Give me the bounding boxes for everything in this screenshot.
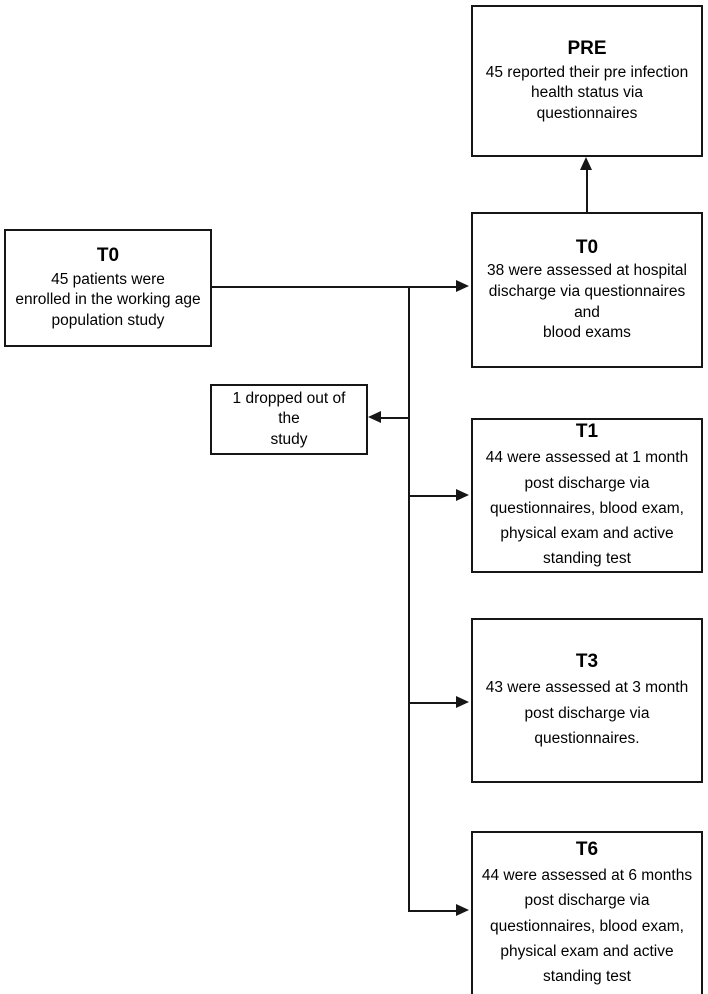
connector-spine-to-t3 (408, 702, 458, 704)
arrowhead-right-icon-t1 (456, 489, 469, 501)
node-t3-title: T3 (575, 651, 599, 673)
node-pre: PRE 45 reported their pre infection heal… (471, 5, 703, 157)
connector-spine-to-t0-discharge (408, 286, 458, 288)
connector-spine-to-t1 (408, 495, 458, 497)
connector-spine-to-t6 (408, 910, 458, 912)
node-dropout-body: 1 dropped out of the study (232, 389, 346, 448)
node-t6-body: 44 were assessed at 6 months post discha… (481, 867, 693, 985)
connector-t0-discharge-to-pre (586, 170, 588, 212)
node-t0-enrollment-body: 45 patients were enrolled in the working… (15, 270, 201, 329)
arrowhead-up-icon-pre (580, 157, 592, 170)
connector-t0-enrollment-to-spine (212, 286, 410, 288)
node-t3: T3 43 were assessed at 3 month post disc… (471, 618, 703, 783)
node-t1-body: 44 were assessed at 1 month post dischar… (485, 449, 689, 567)
arrowhead-left-icon-dropout (368, 411, 381, 423)
node-pre-title: PRE (567, 38, 607, 60)
connector-timeline-spine (408, 286, 410, 912)
node-t1: T1 44 were assessed at 1 month post disc… (471, 418, 703, 573)
node-t0-enrollment: T0 45 patients were enrolled in the work… (4, 229, 212, 347)
node-t0-discharge-title: T0 (575, 237, 599, 259)
node-t6-title: T6 (575, 839, 599, 861)
arrowhead-right-icon-t0-discharge (456, 280, 469, 292)
node-t0-enrollment-title: T0 (96, 245, 120, 267)
node-t6: T6 44 were assessed at 6 months post dis… (471, 831, 703, 994)
node-t0-discharge-body: 38 were assessed at hospital discharge v… (487, 262, 687, 342)
node-t0-discharge: T0 38 were assessed at hospital discharg… (471, 212, 703, 368)
node-dropout: 1 dropped out of the study (210, 384, 368, 455)
connector-spine-to-dropout (381, 417, 410, 419)
arrowhead-right-icon-t3 (456, 696, 469, 708)
arrowhead-right-icon-t6 (456, 904, 469, 916)
node-t1-title: T1 (575, 421, 599, 443)
node-pre-body: 45 reported their pre infection health s… (485, 63, 689, 122)
node-t3-body: 43 were assessed at 3 month post dischar… (485, 679, 689, 747)
